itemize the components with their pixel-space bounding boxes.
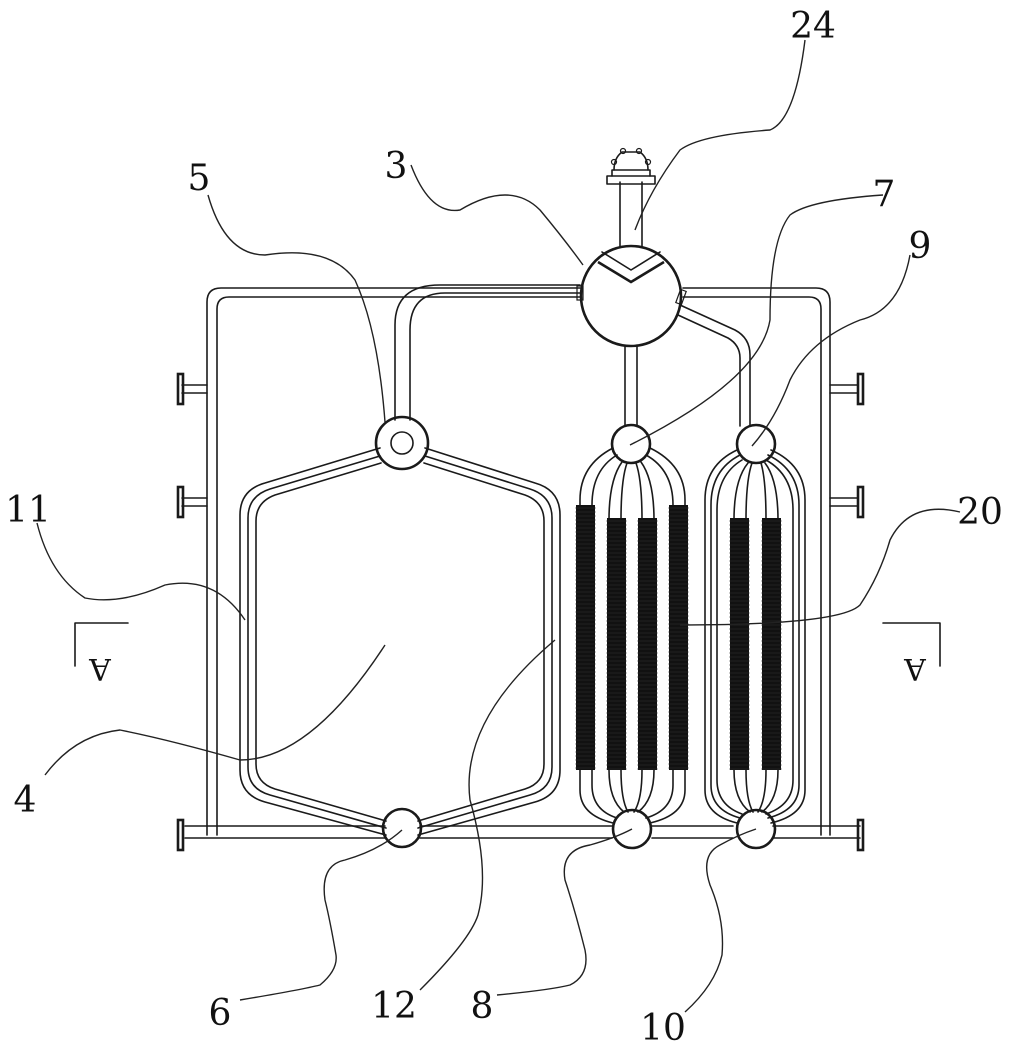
coil-middle-4 bbox=[669, 505, 688, 770]
nozzle-left-1 bbox=[176, 372, 208, 406]
coil-right-2 bbox=[762, 518, 781, 770]
nozzle-right-1 bbox=[829, 372, 865, 406]
drum-to-left-header-pipe bbox=[394, 284, 581, 421]
leader-5 bbox=[207, 194, 386, 423]
right-nozzles bbox=[829, 372, 865, 852]
section-marker-right: A bbox=[882, 622, 941, 686]
middle-finned-coils bbox=[575, 505, 689, 770]
drum-to-middle-header-pipe bbox=[624, 345, 638, 427]
label-8: 8 bbox=[471, 986, 494, 1027]
label-20: 20 bbox=[957, 492, 1003, 533]
nozzle-right-3 bbox=[856, 818, 865, 852]
leader-11 bbox=[36, 522, 246, 621]
leader-6 bbox=[239, 829, 403, 1001]
leader-24 bbox=[634, 39, 806, 231]
leader-7 bbox=[629, 194, 884, 446]
label-7: 7 bbox=[873, 174, 896, 215]
label-5: 5 bbox=[188, 158, 211, 199]
section-left-text: A bbox=[89, 651, 112, 686]
label-24: 24 bbox=[790, 6, 836, 47]
outer-frame-pipe bbox=[184, 287, 861, 839]
reference-labels: 24 3 5 7 9 11 20 4 12 6 8 10 bbox=[5, 6, 1003, 1049]
leader-10 bbox=[684, 828, 757, 1013]
coil-middle-1 bbox=[576, 505, 595, 770]
label-4: 4 bbox=[14, 780, 37, 821]
drum-to-right-header-pipe bbox=[677, 304, 751, 427]
left-tube-loop bbox=[239, 447, 561, 836]
leader-3 bbox=[410, 164, 584, 266]
upper-header-right bbox=[735, 423, 777, 465]
section-right-text: A bbox=[904, 651, 927, 686]
coil-middle-2 bbox=[607, 518, 626, 770]
nozzle-left-2 bbox=[176, 485, 208, 519]
nozzle-left-3 bbox=[176, 818, 185, 852]
drum-vent-valve bbox=[606, 147, 656, 247]
leader-lines bbox=[36, 39, 961, 1013]
lower-header-left bbox=[381, 807, 423, 849]
label-12: 12 bbox=[371, 986, 417, 1027]
leader-9 bbox=[751, 254, 911, 447]
coil-middle-3 bbox=[638, 518, 657, 770]
left-nozzles bbox=[176, 372, 208, 852]
lower-header-middle bbox=[611, 808, 653, 850]
leader-20 bbox=[679, 508, 961, 626]
nozzle-right-2 bbox=[829, 485, 865, 519]
leader-12 bbox=[419, 639, 556, 991]
right-finned-coils bbox=[729, 518, 782, 770]
right-tube-bank bbox=[704, 449, 806, 824]
label-10: 10 bbox=[640, 1008, 686, 1049]
section-marker-left: A bbox=[74, 622, 129, 686]
label-9: 9 bbox=[909, 226, 932, 267]
upper-header-left bbox=[374, 415, 430, 471]
label-6: 6 bbox=[209, 993, 232, 1034]
label-11: 11 bbox=[5, 490, 51, 531]
label-3: 3 bbox=[385, 146, 408, 187]
lower-header-right bbox=[735, 808, 777, 850]
leader-8 bbox=[496, 828, 633, 996]
leader-4 bbox=[44, 644, 386, 776]
steam-drum bbox=[576, 244, 687, 348]
coil-right-1 bbox=[730, 518, 749, 770]
upper-header-middle bbox=[610, 423, 652, 465]
